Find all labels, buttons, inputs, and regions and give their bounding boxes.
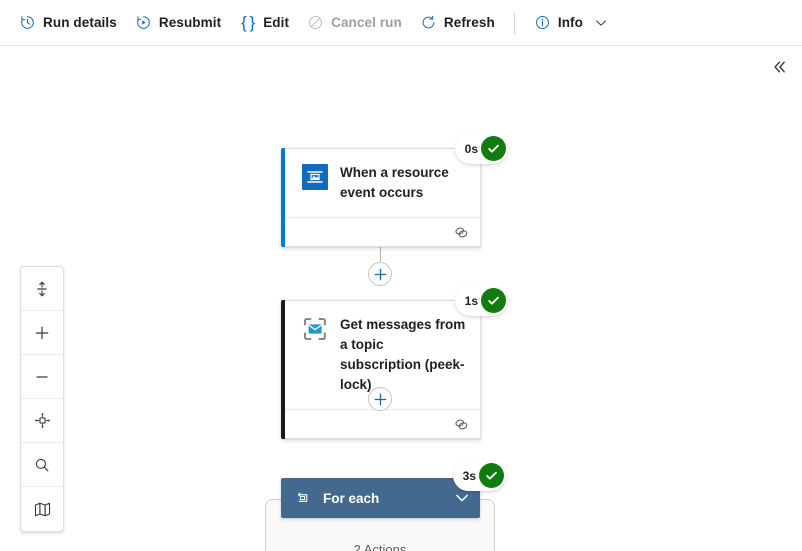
refresh-button[interactable]: Refresh <box>411 7 504 39</box>
status-badge: 1s <box>454 285 508 316</box>
fit-to-height-button[interactable] <box>21 267 63 311</box>
node-accent-bar <box>281 148 285 247</box>
add-action-after-trigger[interactable] <box>368 262 392 286</box>
zoom-out-button[interactable] <box>21 355 63 399</box>
cancel-run-label: Cancel run <box>331 15 402 30</box>
plus-icon <box>35 326 49 339</box>
node-when-a-resource-event-occurs[interactable]: 0s When a resource event occurs <box>281 133 508 247</box>
canvas-controls-rail <box>20 266 64 532</box>
scope-for-each-header[interactable]: 3s For each <box>281 460 506 518</box>
node-body: Get messages from a topic subscription (… <box>282 301 480 409</box>
node-title: When a resource event occurs <box>340 165 449 200</box>
scope-collapse-chevron-down-icon[interactable] <box>454 490 470 506</box>
links-chain-icon[interactable] <box>453 417 470 432</box>
links-chain-icon[interactable] <box>453 225 470 240</box>
plus-icon <box>374 268 386 280</box>
event-grid-icon <box>302 164 328 190</box>
check-circle-icon <box>481 136 506 161</box>
check-circle-icon <box>479 463 504 488</box>
node-footer <box>282 409 480 438</box>
add-action-after-get-messages[interactable] <box>368 387 392 411</box>
foreach-loop-icon <box>295 490 311 506</box>
node-title: Get messages from a topic subscription (… <box>340 317 466 392</box>
scope-title: For each <box>323 490 380 506</box>
check-circle-icon <box>481 288 506 313</box>
minus-icon <box>36 375 48 378</box>
refresh-label: Refresh <box>443 15 495 30</box>
status-duration: 1s <box>464 293 478 308</box>
resubmit-button[interactable]: Resubmit <box>126 7 230 39</box>
cancel-run-button[interactable]: Cancel run <box>298 7 411 39</box>
status-duration: 3s <box>462 468 476 483</box>
node-accent-bar <box>281 300 285 439</box>
run-details-label: Run details <box>43 15 117 30</box>
edit-button[interactable]: { } Edit <box>230 7 298 39</box>
search-button[interactable] <box>21 443 63 487</box>
designer-canvas[interactable]: 0s When a resource event occurs <box>0 46 802 551</box>
workflow-graph: 0s When a resource event occurs <box>0 46 802 551</box>
code-braces-icon: { } <box>241 12 255 32</box>
toolbar-divider <box>513 11 515 34</box>
resubmit-play-icon <box>135 14 152 31</box>
fit-height-icon <box>37 281 47 296</box>
history-clock-icon <box>19 14 36 31</box>
info-label: Info <box>557 15 583 30</box>
cancel-circle-slash-icon <box>307 14 324 31</box>
run-details-button[interactable]: Run details <box>10 7 126 39</box>
command-toolbar: Run details Resubmit { } Edit Cancel run <box>0 0 802 46</box>
service-bus-icon <box>302 316 328 342</box>
refresh-arrow-icon <box>420 14 437 31</box>
info-circle-icon <box>534 14 551 31</box>
map-icon <box>34 502 50 516</box>
status-badge: 0s <box>454 133 508 164</box>
center-focus-icon <box>34 412 50 429</box>
node-body: When a resource event occurs <box>282 149 480 217</box>
status-badge: 3s <box>452 460 506 491</box>
zoom-in-button[interactable] <box>21 311 63 355</box>
edit-label: Edit <box>263 15 290 30</box>
search-icon <box>35 458 49 471</box>
node-get-messages-from-a-topic-subscription[interactable]: 1s Get messages from a topic subscriptio… <box>281 285 508 439</box>
info-button[interactable]: Info <box>525 7 592 39</box>
node-footer <box>282 217 480 246</box>
minimap-button[interactable] <box>21 487 63 531</box>
double-chevron-left-icon <box>774 61 785 73</box>
collapse-panel-button[interactable] <box>766 53 794 81</box>
status-duration: 0s <box>464 141 478 156</box>
fit-to-view-button[interactable] <box>21 399 63 443</box>
scope-actions-summary: 2 Actions <box>353 542 407 551</box>
chevron-down-icon <box>596 20 606 26</box>
resubmit-label: Resubmit <box>158 15 222 30</box>
plus-icon <box>374 393 386 405</box>
toolbar-overflow-button[interactable] <box>590 8 612 38</box>
